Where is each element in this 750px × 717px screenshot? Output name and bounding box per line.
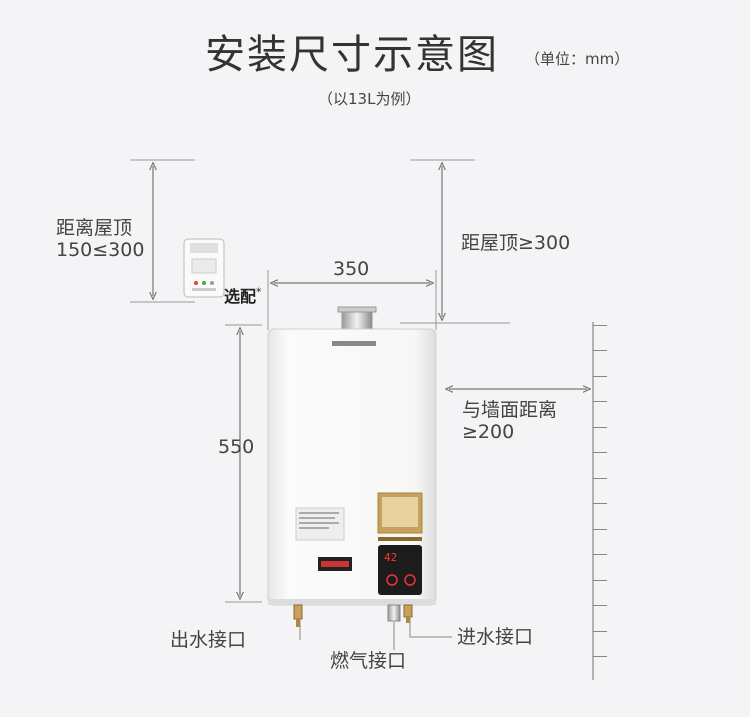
- optional-accessory-icon: [183, 238, 225, 298]
- optional-label: 选配*: [224, 283, 262, 307]
- ceiling-distance-left-line2: 150≤300: [56, 238, 145, 261]
- ceiling-distance-left-label: 距离屋顶 150≤300: [56, 217, 145, 262]
- water-outlet-label: 出水接口: [170, 629, 247, 651]
- page-title: 安装尺寸示意图: [205, 32, 499, 78]
- width-label: 350: [333, 258, 370, 280]
- heater-display-digits: 42: [384, 551, 397, 564]
- inlet-leader: [409, 618, 452, 638]
- optional-text: 选配: [224, 287, 257, 306]
- wall-distance-line1: 与墙面距离: [462, 399, 558, 421]
- unit-note: （单位：mm）: [525, 50, 630, 68]
- gas-inlet-label: 燃气接口: [330, 650, 407, 672]
- wall-distance-label: 与墙面距离 ≥200: [462, 399, 558, 444]
- ceiling-distance-right-label: 距屋顶≥300: [461, 232, 571, 254]
- ceiling-distance-left-line1: 距离屋顶: [56, 217, 133, 239]
- wall-distance-line2: ≥200: [462, 420, 515, 443]
- water-inlet-label: 进水接口: [457, 626, 534, 648]
- optional-mark: *: [256, 285, 262, 299]
- example-note: （以13L为例）: [318, 90, 421, 108]
- water-heater-icon: 42: [267, 306, 437, 627]
- height-label: 550: [218, 436, 255, 458]
